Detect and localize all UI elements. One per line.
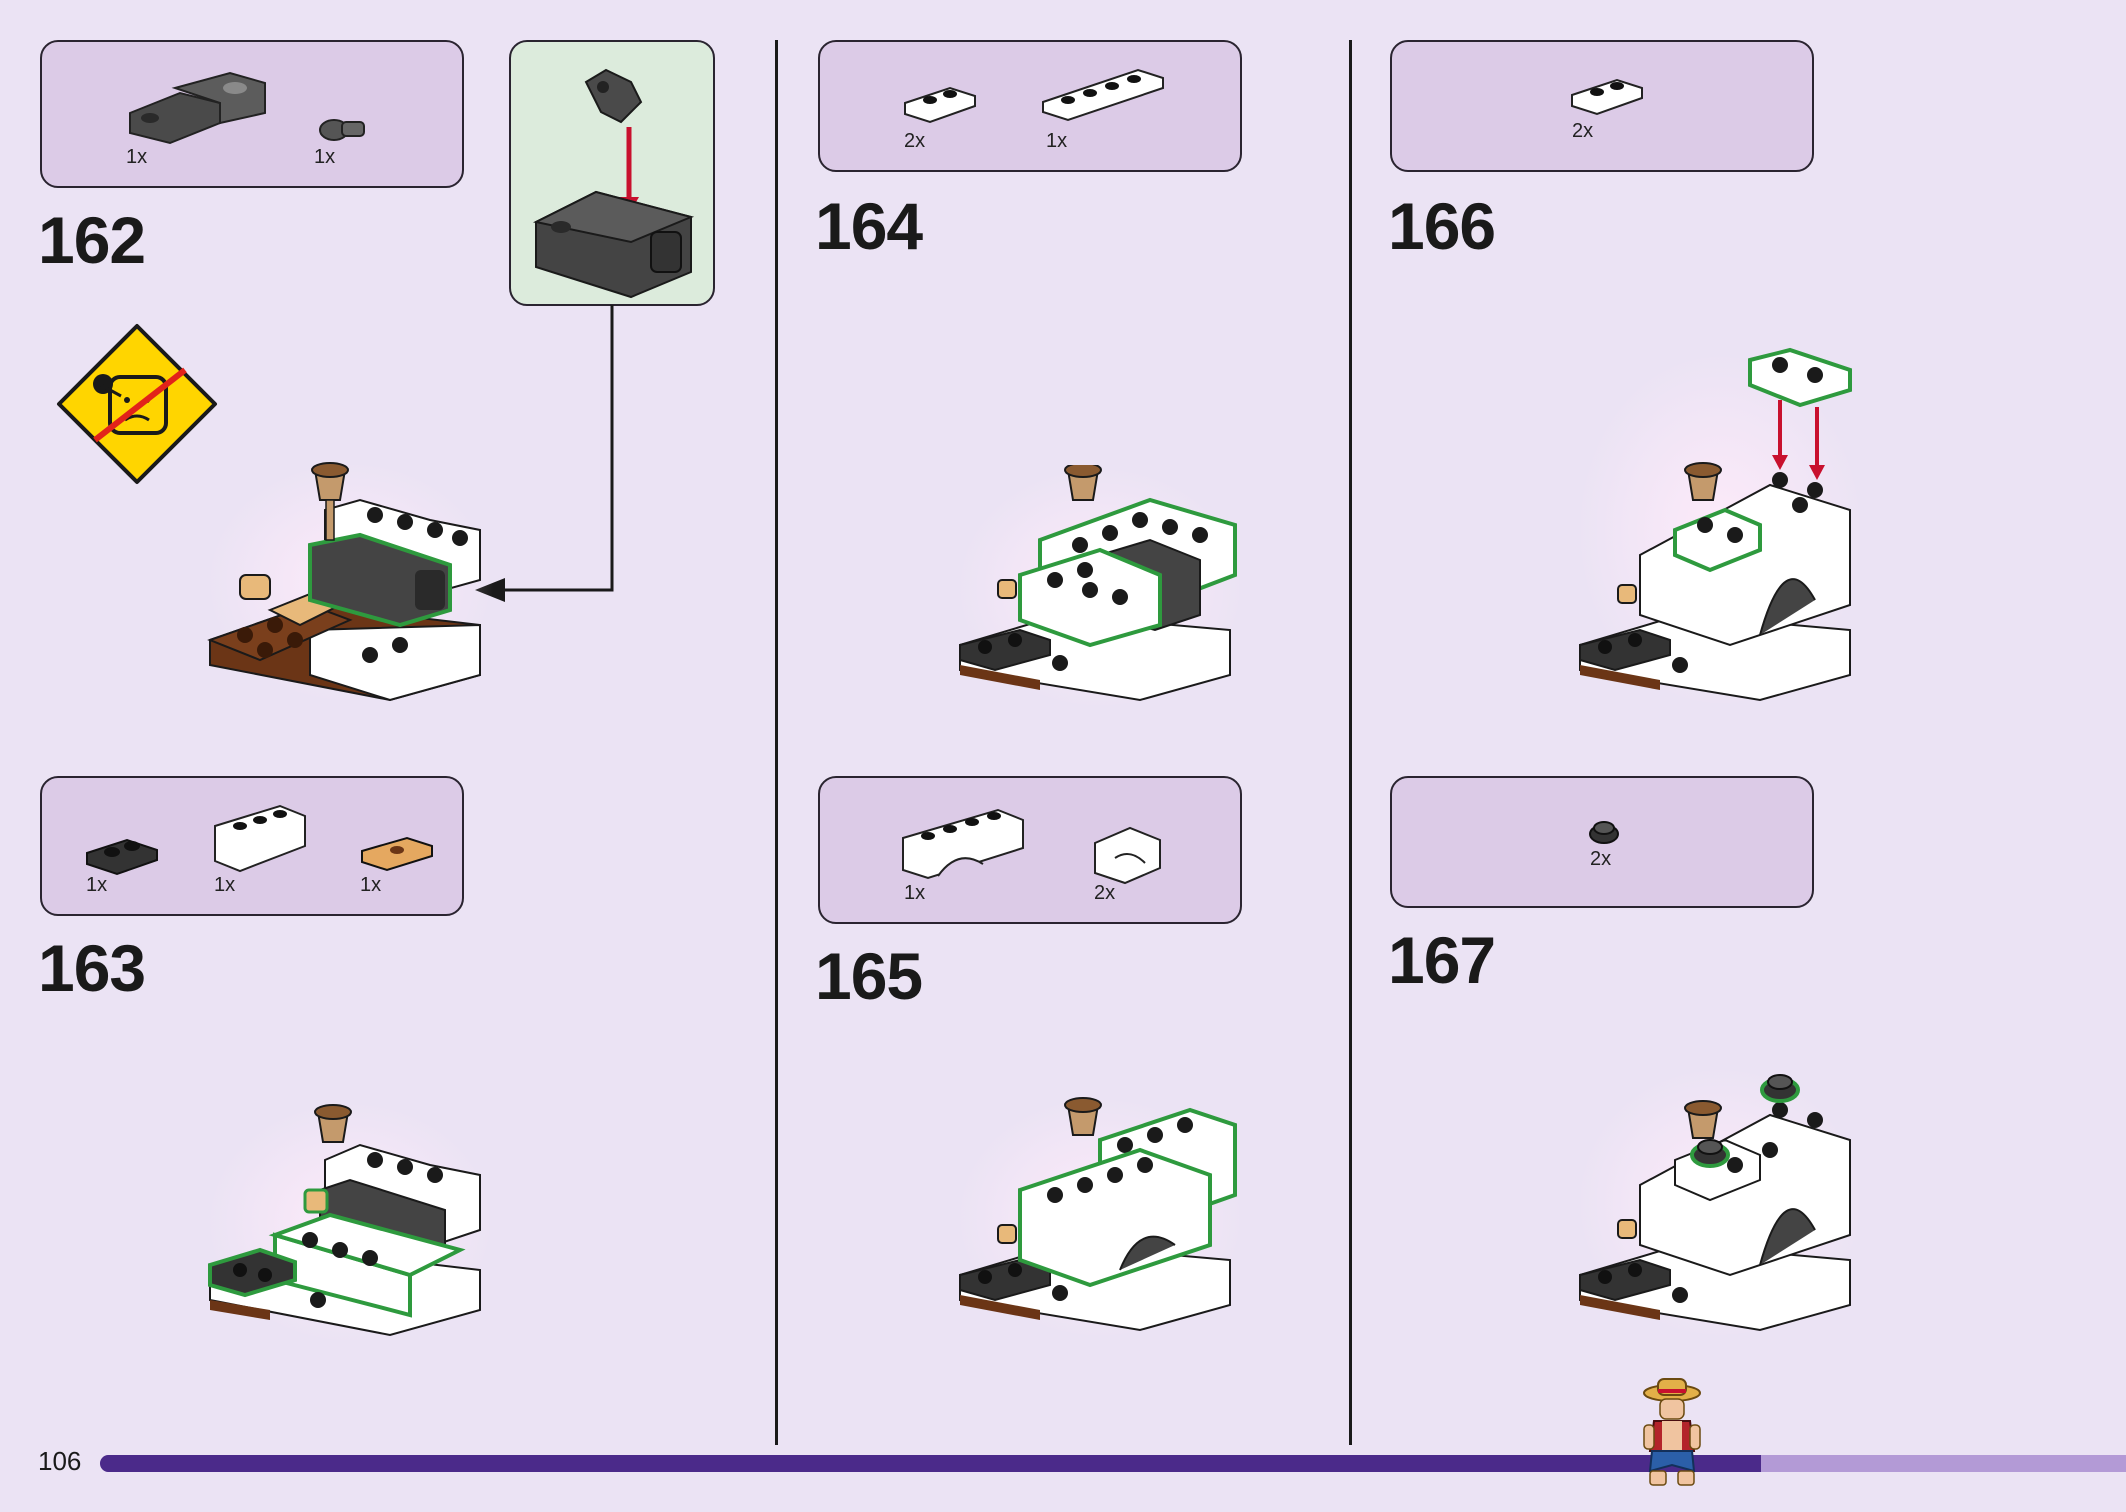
model-illustration-163 [208, 1104, 481, 1337]
column-divider-2 [1349, 40, 1352, 1445]
page-number: 106 [38, 1446, 82, 1476]
part-qty: 2x [1094, 882, 1116, 904]
model-illustration-167 [1579, 1074, 1851, 1332]
part-icon [902, 808, 1024, 880]
part-qty: 1x [214, 874, 236, 896]
step-number-164: 164 [815, 189, 923, 263]
step-number-165: 165 [815, 939, 923, 1013]
part-qty: 1x [904, 882, 926, 904]
parts-callout-167: 2x [1390, 776, 1814, 908]
part-icon [319, 119, 365, 141]
model-illustration-164 [959, 465, 1237, 702]
part-qty: 1x [314, 146, 336, 168]
part-qty: 1x [126, 146, 148, 168]
part-icon [86, 838, 158, 876]
subassembly-illustration [532, 68, 695, 299]
parts-callout-166: 2x [1390, 40, 1814, 172]
column-divider-1 [775, 40, 778, 1445]
part-icon [129, 71, 266, 145]
part-icon [214, 804, 306, 873]
part-icon [1571, 78, 1643, 116]
subassembly-callout [509, 40, 715, 306]
model-illustration-166 [1579, 347, 1852, 702]
part-icon [1094, 826, 1161, 885]
part-qty: 1x [86, 874, 108, 896]
model-illustration-162 [207, 462, 481, 702]
progress-bar [100, 1455, 2126, 1472]
minifigure-straw-hat-icon [1643, 1378, 1701, 1486]
part-icon [1042, 68, 1164, 122]
step-number-166: 166 [1388, 189, 1496, 263]
part-icon [1589, 821, 1619, 844]
model-illustration-165 [959, 1097, 1237, 1332]
step-number-167: 167 [1388, 923, 1496, 997]
no-face-hit-warning-icon [57, 324, 217, 484]
part-qty: 1x [1046, 130, 1068, 152]
step-number-163: 163 [38, 931, 146, 1005]
parts-callout-162: 1x 1x [40, 40, 464, 188]
step-number-162: 162 [38, 203, 146, 277]
parts-callout-165: 1x 2x [818, 776, 1242, 924]
part-qty: 2x [1590, 848, 1612, 870]
parts-callout-163: 1x 1x 1x [40, 776, 464, 916]
parts-callout-164: 2x 1x [818, 40, 1242, 172]
part-icon [361, 836, 433, 872]
progress-bar-fill [100, 1455, 1762, 1472]
part-qty: 1x [360, 874, 382, 896]
part-qty: 2x [1572, 120, 1594, 142]
part-icon [904, 86, 976, 124]
part-qty: 2x [904, 130, 926, 152]
